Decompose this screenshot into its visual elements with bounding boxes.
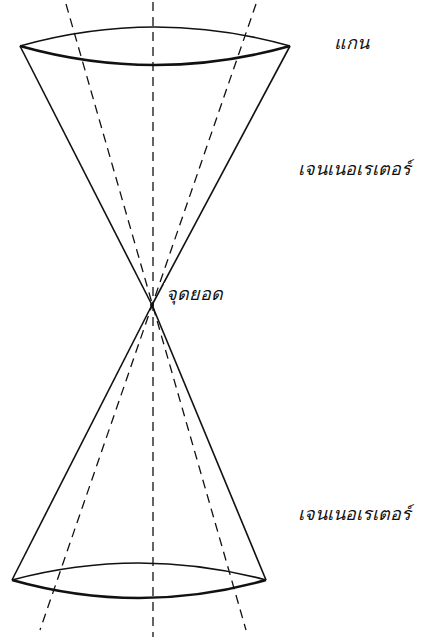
dashed-generator xyxy=(40,4,256,630)
ellipse-back xyxy=(12,563,266,580)
axis-label: แกน xyxy=(334,32,369,54)
ellipse-front xyxy=(20,46,290,65)
vertex-dot xyxy=(150,303,154,307)
cone-edge xyxy=(152,46,290,305)
axis-line xyxy=(152,2,153,637)
generator-label: เจนเนอเรเตอร์ xyxy=(298,158,411,180)
ellipse-front xyxy=(12,580,266,598)
dashed-generator xyxy=(66,4,246,630)
ellipse-back xyxy=(20,27,290,46)
vertex-label: จุดยอด xyxy=(164,283,225,305)
cone-edge xyxy=(152,305,266,580)
cone-edge xyxy=(12,305,152,580)
generator-label: เจนเนอเรเตอร์ xyxy=(298,503,411,525)
cone-edge xyxy=(20,46,152,305)
